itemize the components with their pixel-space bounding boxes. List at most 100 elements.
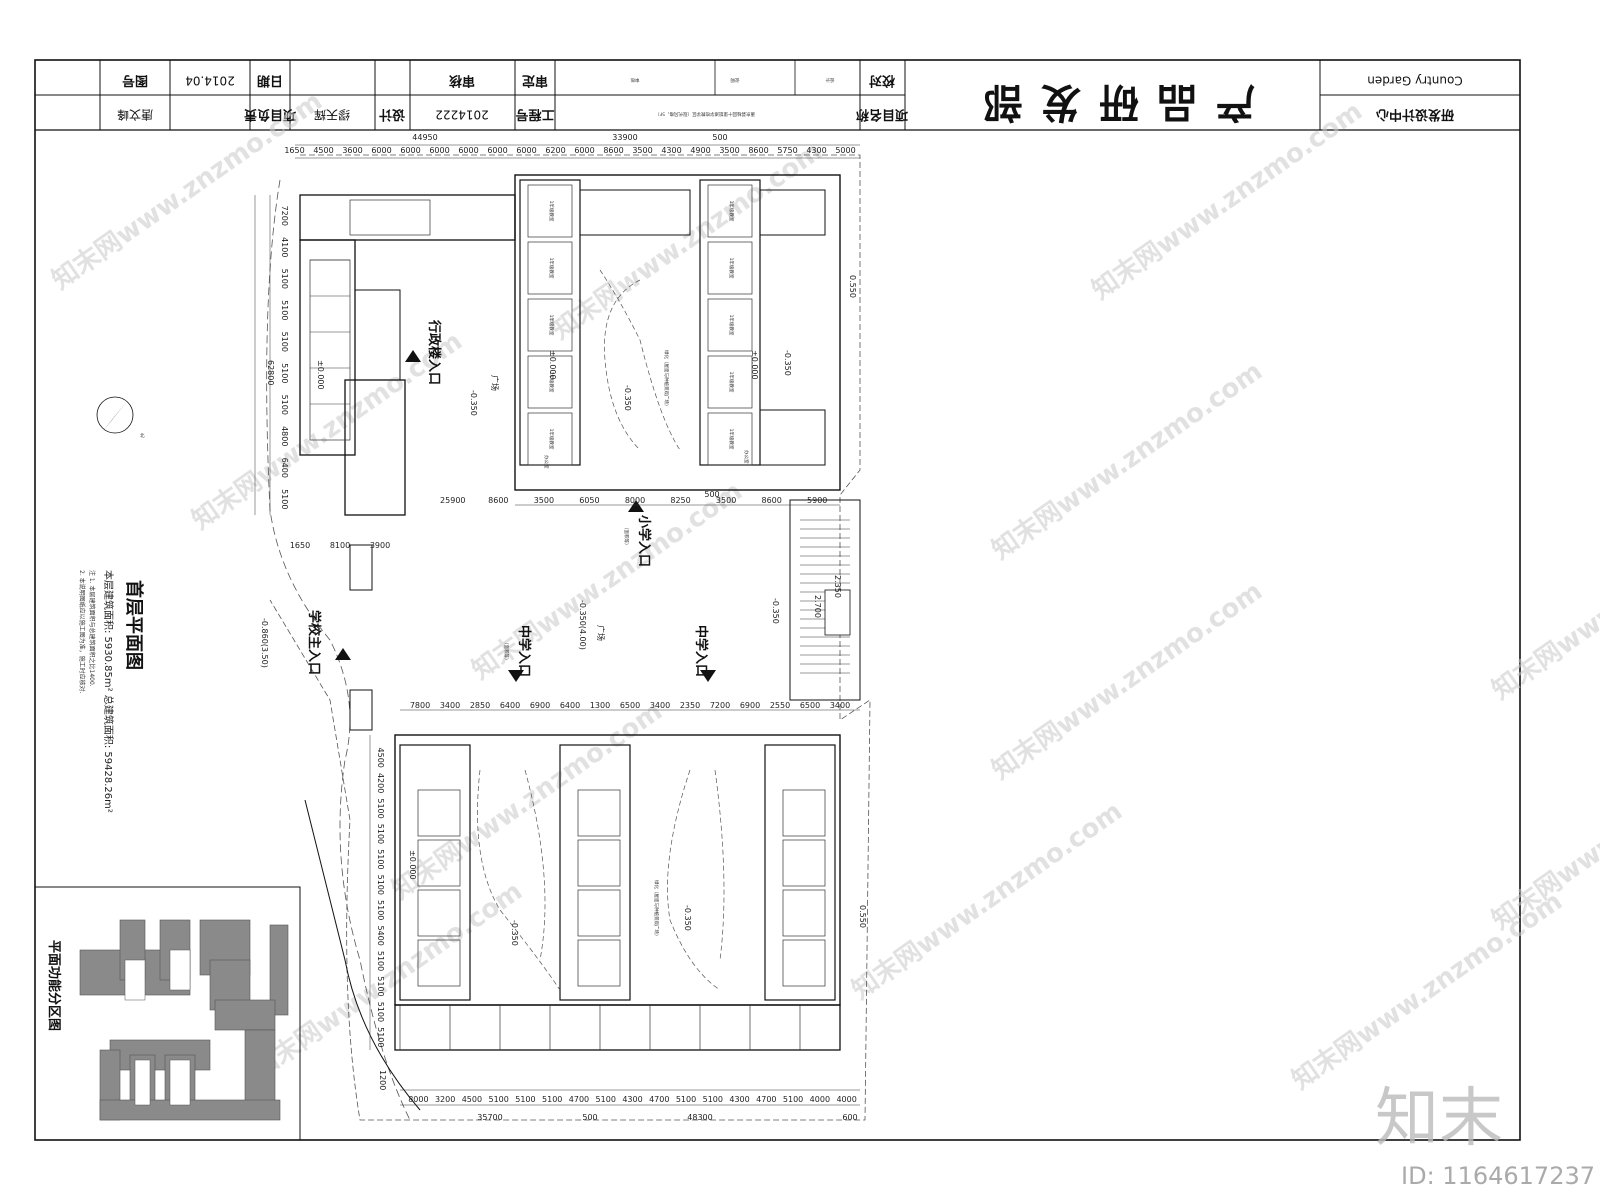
dimension-label: 2350: [680, 701, 700, 710]
top-total-1: 44950: [412, 133, 437, 142]
dimension-label: 5100: [376, 951, 385, 971]
dimension-label: 8600: [488, 496, 508, 505]
watermark-text: 知末网www.znzmo.com: [47, 86, 328, 295]
dimension-label: 5100: [376, 875, 385, 895]
watermark-text: 知末网www.znzmo.com: [387, 696, 668, 905]
dimension-label: 5100: [280, 269, 289, 289]
department-name: 研发设计中心: [1376, 107, 1454, 123]
classroom-room: [417, 789, 461, 837]
zoning-block: [244, 1029, 276, 1111]
classroom-room: [707, 298, 753, 352]
dimension-label: 5100: [280, 332, 289, 352]
classroom-label: 1年级教室: [548, 372, 555, 393]
dimension-label: 5100: [542, 1095, 562, 1104]
dimension-label: 5400: [376, 925, 385, 945]
classroom-bar: [764, 744, 836, 1001]
dimension-label: 3400: [650, 701, 670, 710]
dimension-label: 5750: [777, 146, 797, 155]
classroom-room: [527, 184, 573, 238]
upper-right-stair: [759, 409, 826, 466]
watermark-text: 知末网www.znzmo.com: [1487, 496, 1600, 705]
dimension-label: 6400: [500, 701, 520, 710]
bottom-total-2: 500: [582, 1113, 597, 1122]
dimension-label: 6900: [740, 701, 760, 710]
level-e: -0.350: [510, 920, 519, 946]
dimension-label: 3400: [440, 701, 460, 710]
level-a: -0.350: [469, 390, 478, 416]
level-entry: -0.860(3.50): [260, 618, 269, 668]
classroom-room: [577, 789, 621, 837]
dimension-label: 5100: [280, 489, 289, 509]
classroom-room: [707, 412, 753, 466]
watermark-text: 知末网www.znzmo.com: [247, 876, 528, 1085]
dimension-label: 6000: [574, 146, 594, 155]
dimension-label: 6050: [579, 496, 599, 505]
dimension-label: 3900: [370, 541, 390, 550]
classroom-room: [577, 839, 621, 887]
level-main: -0.350(4.00): [578, 600, 587, 650]
classroom-room: [707, 241, 753, 295]
company-name-en: Country Garden: [1367, 74, 1462, 88]
title-block: [35, 60, 1520, 130]
dimension-label: 5100: [280, 363, 289, 383]
plan-note-area: 本层建筑面积: 5930.85m² 总建筑面积: 59428.26m²: [102, 570, 115, 813]
watermark-text: 知末网www.znzmo.com: [987, 576, 1268, 785]
classroom-label: 1年级教室: [728, 201, 735, 222]
dimension-label: 3500: [632, 146, 652, 155]
level-550-1: 0.550: [848, 275, 857, 298]
dimension-label: 3400: [830, 701, 850, 710]
north-arrow: [96, 396, 134, 434]
dimension-label: 1650: [290, 541, 310, 550]
dimension-label: 4000: [810, 1095, 830, 1104]
admin-hall: [349, 199, 431, 236]
spec-small-label: 说明: [730, 77, 739, 84]
dimension-label: 8000: [625, 496, 645, 505]
classroom-room: [782, 839, 826, 887]
classroom-room: [577, 889, 621, 937]
admin-entrance-label: 行政楼入口: [426, 319, 442, 385]
primary-entrance-arrow: [628, 500, 644, 512]
dim-1200: 1200: [378, 1070, 387, 1090]
dimension-label: 4300: [661, 146, 681, 155]
level-b: -0.350: [623, 385, 632, 411]
primary-school-block-outline: [514, 174, 841, 491]
dimension-label: 4500: [313, 146, 333, 155]
classroom-room: [527, 355, 573, 409]
middle-entrance-label-1: 中学入口: [516, 625, 532, 677]
dimension-label: 5100: [376, 900, 385, 920]
lower-classroom-bars: [399, 744, 836, 1050]
level-zero-3: ±0.000: [750, 350, 759, 380]
classroom-room: [782, 939, 826, 987]
dimension-label: 5100: [703, 1095, 723, 1104]
design-value: 缪天辉: [314, 108, 350, 123]
level-550-2: 0.550: [858, 905, 867, 928]
zoning-inset-frame: [34, 886, 301, 1141]
dimension-label: 4500: [462, 1095, 482, 1104]
classroom-room: [527, 412, 573, 466]
classroom-label: 1年级教室: [728, 429, 735, 450]
dimension-label: 4900: [690, 146, 710, 155]
dimension-label: 5100: [376, 976, 385, 996]
east-stair-area: [789, 499, 861, 701]
check-label: 校对: [869, 73, 895, 89]
zoning-block: [214, 999, 276, 1031]
courtyard-label-2: 绿化（屋面与种植景观广场）: [653, 880, 660, 939]
upper-right-wing: [759, 189, 826, 236]
plaza-label: 广场: [490, 375, 500, 391]
project-no-label: 工程号: [515, 107, 554, 122]
classroom-label: 1年级教室: [728, 315, 735, 336]
dimension-label: 5100: [280, 395, 289, 415]
dimension-label: 5100: [783, 1095, 803, 1104]
dimension-label: 6000: [487, 146, 507, 155]
north-label: 北: [140, 432, 145, 439]
dimension-label: 3500: [716, 496, 736, 505]
upper-link-wing: [579, 189, 691, 236]
bottom-total-3: 48300: [687, 1113, 712, 1122]
project-lead-label: 项目负责: [244, 107, 296, 123]
dimension-label: 8000: [408, 1095, 428, 1104]
middle-entrance-sub: （面积等）: [503, 640, 510, 663]
date-label: 日期: [257, 73, 283, 88]
dimension-label: 7800: [410, 701, 430, 710]
